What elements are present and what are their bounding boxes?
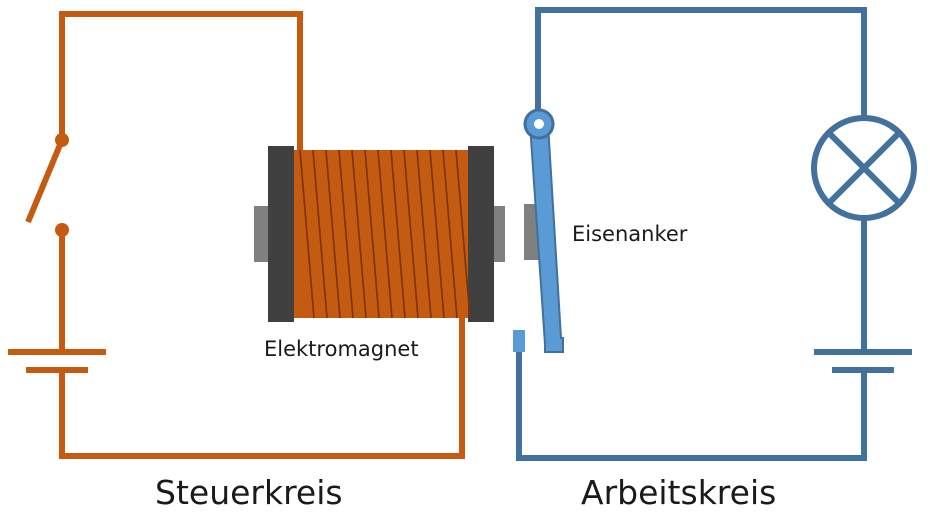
switch-lever (25, 138, 65, 224)
label-eisenanker: Eisenanker (572, 222, 688, 246)
control-circuit-wire (59, 11, 465, 459)
coil-turn (390, 149, 406, 319)
coil-turn (403, 149, 419, 319)
coil-turn (312, 149, 328, 319)
coil-turns (299, 149, 471, 319)
fixed-contact (513, 330, 525, 352)
coil-turn (364, 149, 380, 319)
core-left-end (254, 206, 270, 262)
switch (25, 133, 69, 237)
label-arbeitskreis: Arbeitskreis (581, 473, 777, 512)
coil-turn (455, 149, 471, 319)
work-circuit-wire (516, 7, 867, 461)
coil-turn (442, 149, 458, 319)
core-right-end (493, 206, 505, 262)
label-elektromagnet: Elektromagnet (264, 337, 419, 361)
work-circuit (513, 7, 917, 461)
armature-pivot-hole (534, 119, 544, 129)
coil-turn (416, 149, 432, 319)
coil-turn (325, 149, 341, 319)
armature-lever (528, 123, 564, 353)
lamp-bulb (811, 115, 917, 221)
label-steuerkreis: Steuerkreis (155, 473, 343, 512)
control-battery (8, 349, 106, 373)
coil-turn (299, 149, 315, 319)
armature (523, 108, 564, 353)
coil-turn (377, 149, 393, 319)
coil-turn (351, 149, 367, 319)
work-battery (814, 349, 912, 373)
switch-contact-bottom (55, 223, 69, 237)
lamp (811, 115, 917, 221)
coil-cap-left (268, 146, 294, 322)
coil-cap-right (468, 146, 494, 322)
control-circuit (8, 11, 465, 459)
electromagnet (254, 146, 505, 322)
lamp-cross-2 (826, 130, 902, 206)
coil-turn (338, 149, 354, 319)
coil-turn (429, 149, 445, 319)
